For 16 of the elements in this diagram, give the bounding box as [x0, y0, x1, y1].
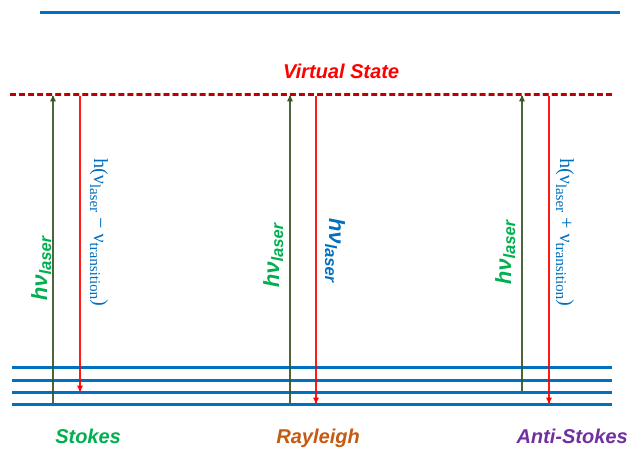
energy-level-line — [40, 11, 620, 14]
arrow — [50, 95, 56, 403]
arrow — [77, 96, 83, 392]
energy-level-line — [12, 366, 612, 369]
virtual-state-line — [10, 62, 612, 96]
level-title: Virtual State — [283, 60, 399, 84]
arrow — [313, 96, 319, 404]
energy-level-line — [12, 391, 612, 394]
process-label: Anti-Stokes — [516, 425, 628, 450]
arrow — [287, 95, 293, 403]
energy-level-line — [12, 379, 612, 382]
process-label: Stokes — [55, 425, 121, 450]
arrow — [519, 95, 525, 391]
energy-level-line — [12, 403, 612, 406]
process-label: Rayleigh — [276, 425, 360, 450]
arrow — [546, 96, 552, 404]
